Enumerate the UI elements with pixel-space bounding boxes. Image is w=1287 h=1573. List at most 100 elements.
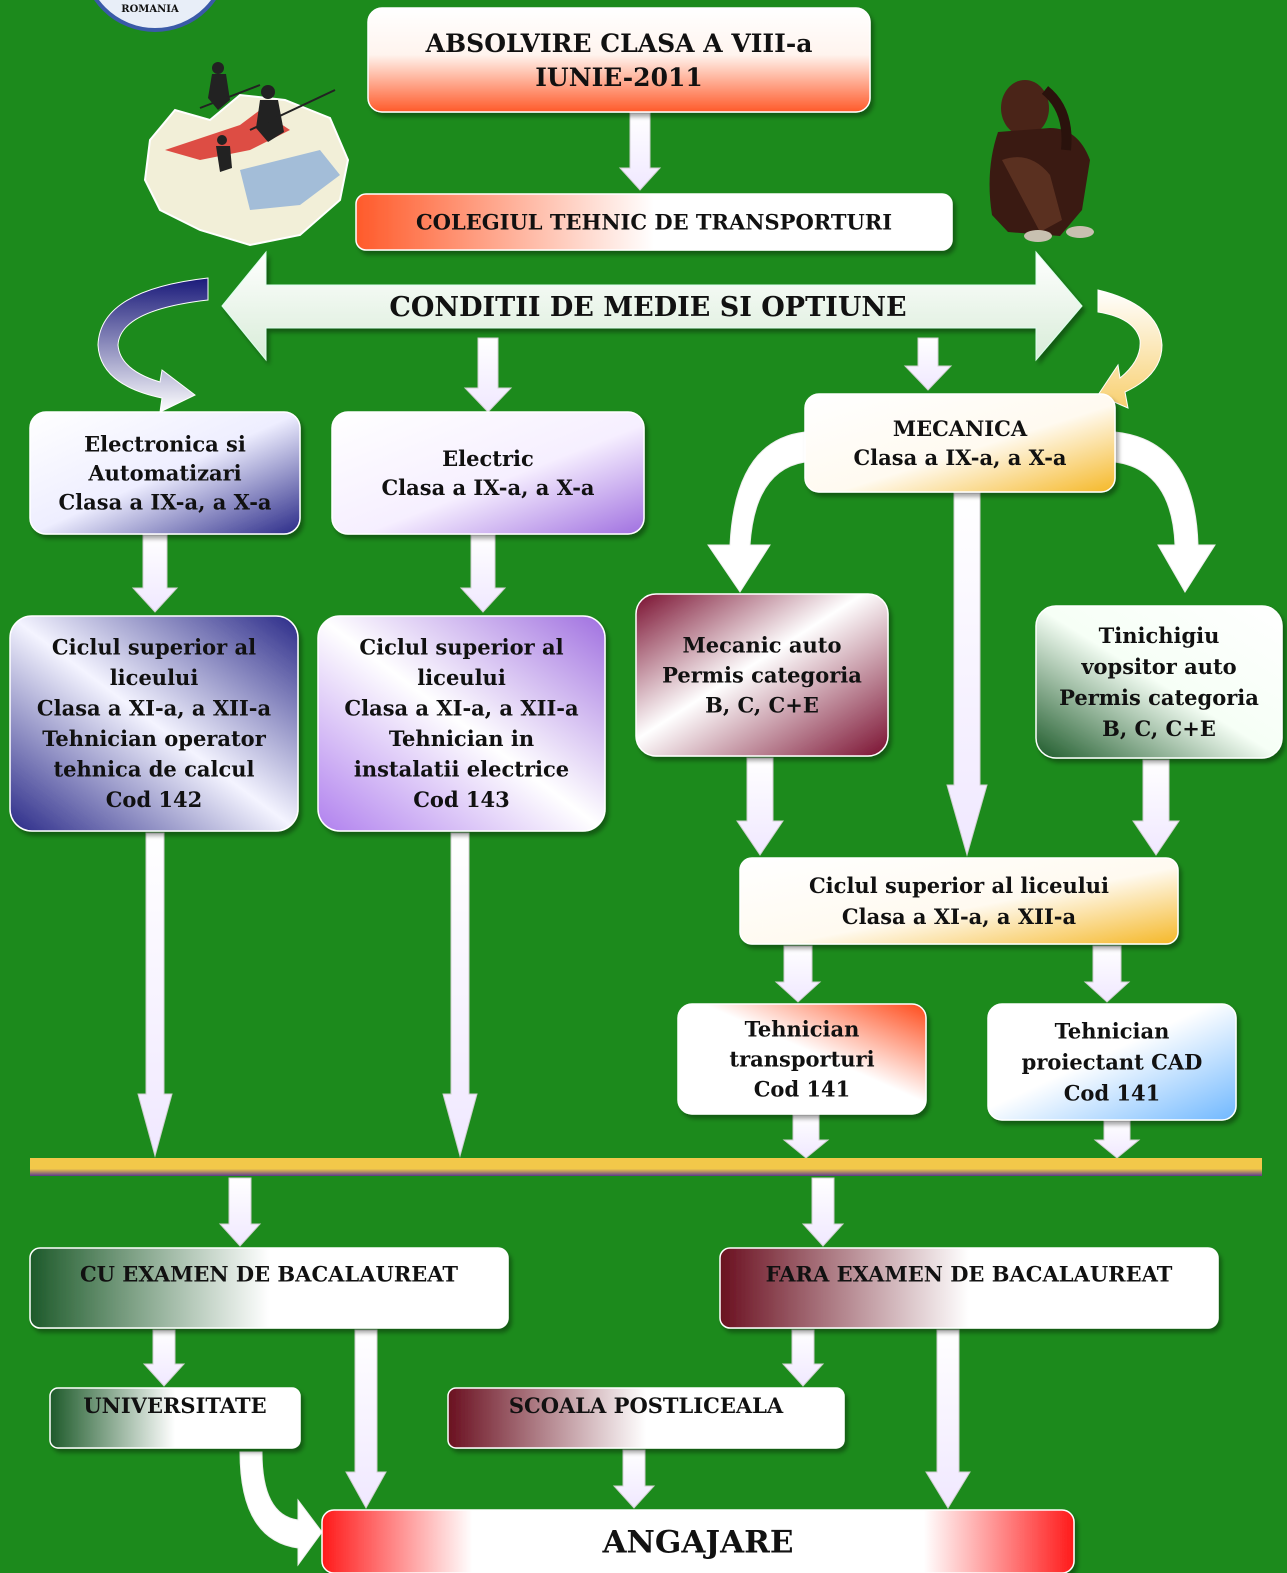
down-arrow [442, 832, 478, 1158]
ciclul-mecanica-label-line: Ciclul superior al liceului [809, 873, 1109, 898]
ciclul-electronica-label-line: Cod 142 [106, 787, 203, 812]
tehnician-transporturi-box-shape [677, 1003, 927, 1115]
logo: ROMANIA [94, 0, 216, 32]
separator-bar [30, 1158, 1262, 1176]
angajare-box: ANGAJARE [321, 1509, 1075, 1573]
universitate-box: UNIVERSITATE [49, 1387, 301, 1449]
tinichigiu-box-shape [1035, 605, 1283, 759]
tinichigiu-label-line: vopsitor auto [1080, 654, 1236, 679]
absolvire-box-shape [367, 7, 871, 113]
absolvire-label-line: ABSOLVIRE CLASA A VIII-a [425, 29, 813, 58]
electronica-label-line: Automatizari [87, 460, 241, 485]
curved-arrow-universitate [239, 1451, 323, 1567]
absolvire-label-line: IUNIE-2011 [535, 63, 703, 92]
mecanica-label-line: MECANICA [893, 416, 1028, 441]
down-arrow [142, 1329, 186, 1387]
tehnician-cad-box-shape [987, 1003, 1237, 1121]
down-arrow [1093, 1120, 1141, 1159]
curved-arrow-mecanica-right [1114, 431, 1216, 593]
thinking-figure-illustration [989, 80, 1094, 242]
tehnician-cad-box: Tehnician proiectant CAD Cod 141 [987, 1003, 1237, 1121]
down-arrow [459, 534, 507, 613]
down-arrow [782, 1114, 830, 1159]
ciclul-mecanica-box-shape [739, 857, 1179, 945]
mecanic-auto-label-line: Mecanic auto [683, 632, 842, 657]
mecanic-auto-label-line: Permis categoria [662, 662, 862, 687]
down-arrow [218, 1177, 262, 1247]
down-arrow [736, 757, 784, 856]
mecanica-label-line: Clasa a IX-a, a X-a [853, 445, 1066, 470]
colegiu-box: COLEGIUL TEHNIC DE TRANSPORTURI [355, 193, 953, 251]
postliceala-label-line: SCOALA POSTLICEALA [509, 1393, 784, 1418]
curved-arrow-left [97, 277, 209, 413]
connector-arrows [131, 112, 1180, 1510]
tehnician-cad-label-line: Cod 141 [1064, 1080, 1161, 1105]
fara-bac-box-shape [719, 1247, 1219, 1329]
colegiu-label-line: COLEGIUL TEHNIC DE TRANSPORTURI [416, 209, 892, 234]
down-arrow [946, 492, 988, 857]
cu-bac-box: CU EXAMEN DE BACALAUREAT [29, 1247, 509, 1329]
tehnician-transporturi-label-line: Tehnician [745, 1016, 860, 1041]
electronica-box-shape [29, 411, 301, 535]
cu-bac-box-shape [29, 1247, 509, 1329]
ciclul-electric-box-shape [317, 615, 606, 832]
angajare-box-shape [321, 1509, 1075, 1573]
electric-label-line: Electric [442, 446, 534, 471]
tehnician-cad-label-line: Tehnician [1055, 1018, 1170, 1043]
fara-bac-box: FARA EXAMEN DE BACALAUREAT [719, 1247, 1219, 1329]
ciclul-electronica-label-line: tehnica de calcul [53, 757, 254, 782]
ciclul-electronica-label-line: Ciclul superior al [52, 635, 256, 660]
down-arrow [774, 945, 822, 1003]
postliceala-box-shape [447, 1387, 845, 1449]
curved-arrow-right [1097, 289, 1163, 409]
down-arrow [131, 534, 179, 613]
down-arrow [463, 337, 513, 413]
tehnician-cad-label-line: proiectant CAD [1022, 1049, 1203, 1074]
down-arrow [618, 112, 662, 191]
skiers-map-illustration [143, 62, 350, 247]
electric-box-shape [331, 411, 645, 535]
tehnician-transporturi-label-line: transporturi [729, 1046, 874, 1071]
down-arrow [801, 1177, 845, 1247]
down-arrow [1083, 945, 1131, 1003]
electronica-label-line: Electronica si [84, 431, 246, 456]
mecanica-box-shape [804, 393, 1116, 493]
ciclul-electronica-label-line: liceului [110, 665, 199, 690]
ciclul-electronica-label-line: Tehnician operator [42, 726, 266, 751]
down-arrow [903, 337, 953, 391]
down-arrow [781, 1329, 825, 1387]
fara-bac-label-line: FARA EXAMEN DE BACALAUREAT [766, 1262, 1173, 1287]
tinichigiu-label-line: Permis categoria [1059, 685, 1259, 710]
down-arrow [345, 1329, 387, 1510]
angajare-label-line: ANGAJARE [601, 1524, 793, 1560]
down-arrow [137, 832, 173, 1158]
tehnician-transporturi-label-line: Cod 141 [754, 1076, 851, 1101]
tinichigiu-label-line: Tinichigiu [1099, 623, 1220, 648]
ciclul-electric-label-line: Ciclul superior al [359, 635, 563, 660]
colegiu-box-shape [355, 193, 953, 251]
flowchart-boxes: ABSOLVIRE CLASA A VIII-aIUNIE-2011COLEGI… [9, 7, 1283, 1573]
ciclul-electric-label-line: Cod 143 [413, 787, 510, 812]
universitate-label-line: UNIVERSITATE [83, 1393, 266, 1418]
tinichigiu-label-line: B, C, C+E [1102, 716, 1216, 741]
mecanic-auto-box-shape [635, 593, 889, 757]
mecanica-box: MECANICA Clasa a IX-a, a X-a [804, 393, 1116, 493]
ciclul-electronica-box-shape [9, 615, 299, 832]
down-arrow [1132, 759, 1180, 856]
conditii-label: CONDITII DE MEDIE SI OPTIUNE [389, 292, 906, 323]
electronica-label-line: Clasa a IX-a, a X-a [58, 489, 271, 514]
ciclul-electronica-label-line: Clasa a XI-a, a XII-a [37, 696, 272, 721]
ciclul-mecanica-label-line: Clasa a XI-a, a XII-a [842, 904, 1077, 929]
curved-arrow-mecanica-left [707, 431, 806, 593]
ciclul-electric-label-line: liceului [417, 665, 506, 690]
